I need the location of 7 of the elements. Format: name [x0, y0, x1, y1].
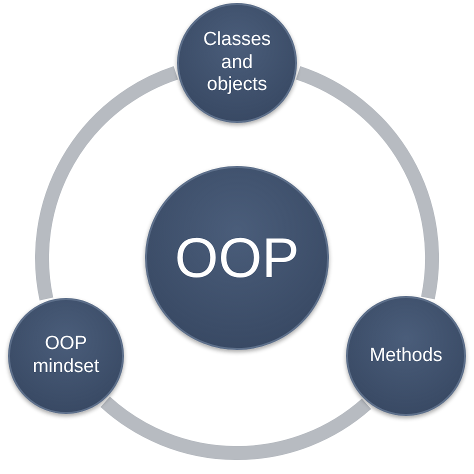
ring-arc-connector [296, 66, 439, 300]
ring-arc-connector [100, 396, 371, 460]
node-label: Methods [370, 344, 442, 368]
node-label: Classes and objects [202, 28, 272, 98]
ring-arc-connector [35, 66, 178, 300]
node-label: OOP [174, 225, 300, 292]
node-label: OOP mindset [32, 333, 100, 379]
